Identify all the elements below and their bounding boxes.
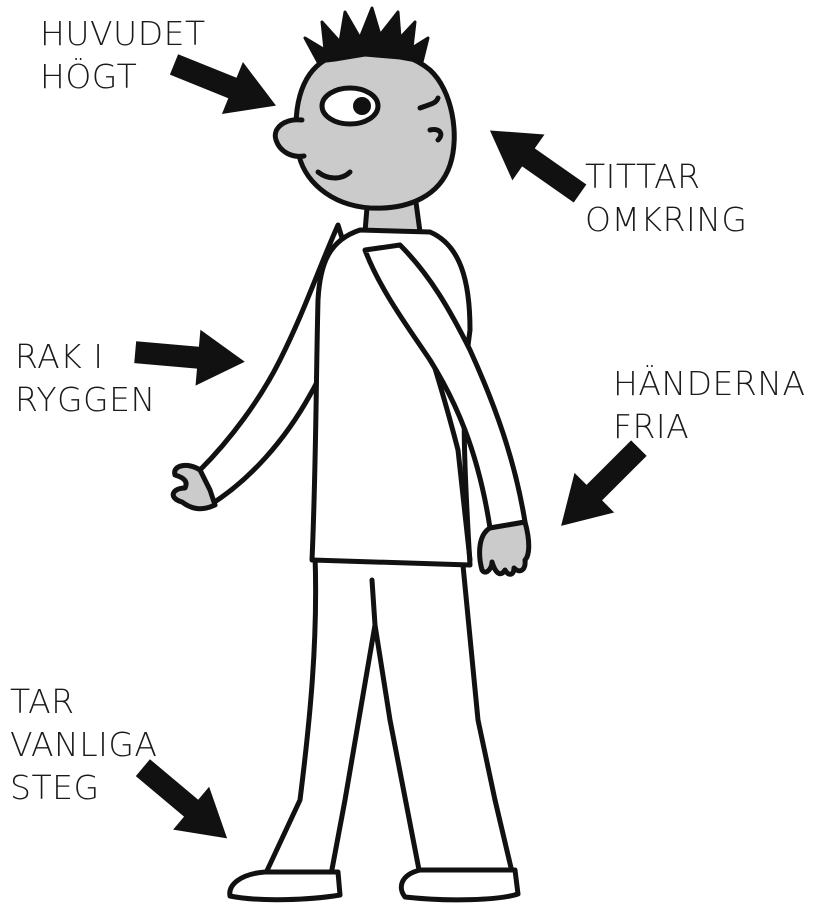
label-head-high: HUVUDET HÖGT — [40, 12, 206, 98]
pants — [265, 555, 512, 880]
label-looking-around: TITTAR OMKRING — [585, 155, 748, 241]
label-normal-steps: TAR VANLIGA STEG — [10, 680, 158, 809]
ear — [275, 120, 304, 157]
label-hands-free: HÄNDERNA FRIA — [613, 362, 806, 448]
left-shoe — [230, 872, 340, 900]
arrow-icon — [474, 108, 596, 217]
pupil — [353, 97, 371, 115]
right-shoe — [401, 870, 518, 900]
hair — [305, 8, 428, 62]
label-straight-back: RAK I RYGGEN — [15, 335, 156, 421]
front-hand — [480, 522, 529, 574]
